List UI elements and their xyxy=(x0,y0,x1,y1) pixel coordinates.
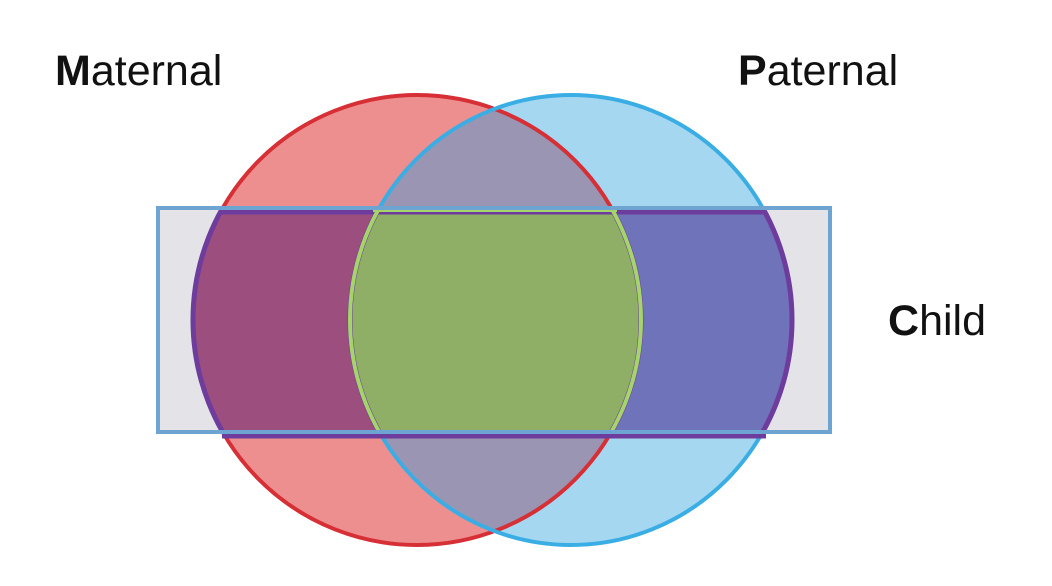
all-three-overlap xyxy=(350,208,641,432)
paternal-label-initial: P xyxy=(738,47,767,95)
maternal-label-initial: M xyxy=(55,47,91,95)
all-three-outline-maternal xyxy=(350,208,643,432)
all-three-outline-paternal xyxy=(348,208,641,432)
child-label-initial: C xyxy=(888,297,920,345)
maternal-label-rest: aternal xyxy=(90,47,223,95)
paternal-label-rest: aternal xyxy=(766,47,899,95)
paternal-label: Paternal xyxy=(738,50,898,93)
child-label: Child xyxy=(888,300,986,343)
child-label-rest: hild xyxy=(919,297,986,345)
maternal-label: Maternal xyxy=(55,50,222,93)
child-rectangle-outline xyxy=(156,206,832,434)
